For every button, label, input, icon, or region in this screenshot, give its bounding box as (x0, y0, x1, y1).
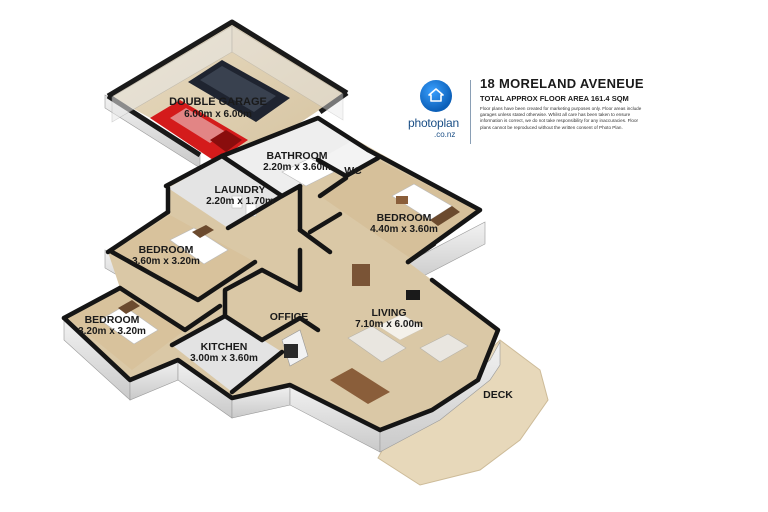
logo-circle-icon (420, 80, 452, 112)
laundry-size: 2.20m x 1.70m (206, 196, 274, 207)
furniture (99, 157, 469, 404)
logo-subtext: .co.nz (434, 130, 456, 139)
bedroom-right-size: 4.40m x 3.60m (370, 224, 438, 235)
bedroom-left-size: 3.20m x 3.20m (78, 326, 146, 337)
garage-size: 6.00m x 6.00m (184, 109, 252, 120)
bedroom-right-floor (320, 160, 480, 258)
bedroom-left-name: BEDROOM (85, 314, 140, 326)
kitchen-name: KITCHEN (201, 341, 248, 353)
disclaimer-text: Floor plans have been created for market… (480, 106, 642, 130)
logo-text: photoplan (408, 116, 459, 130)
kitchen-size: 3.00m x 3.60m (190, 353, 258, 364)
bedroom-right-name: BEDROOM (377, 212, 432, 224)
bedroom-mid-size: 3.60m x 3.20m (132, 256, 200, 267)
dark-suv (188, 60, 290, 122)
wall-outlines (61, 115, 501, 433)
plan-header: photoplan .co.nz 18 MORELAND AVENEUE TOT… (408, 76, 658, 146)
bedroom-mid-name: BEDROOM (139, 244, 194, 256)
house-icon (428, 88, 444, 102)
bedroom-mid-floor (112, 215, 255, 300)
property-address: 18 MORELAND AVENEUE (480, 76, 644, 91)
wc-name: WC (344, 165, 362, 177)
bathroom-name: BATHROOM (266, 150, 327, 162)
laundry-name: LAUNDRY (215, 184, 266, 196)
bathroom-floor (222, 118, 368, 196)
living-size: 7.10m x 6.00m (355, 319, 423, 330)
room-labels: DOUBLE GARAGE 6.00m x 6.00m BATHROOM 2.2… (78, 96, 513, 401)
header-divider (470, 80, 471, 144)
garage-wall-faces (111, 25, 344, 123)
garage-name: DOUBLE GARAGE (169, 96, 267, 108)
deck-name: DECK (483, 389, 513, 401)
floor-area: TOTAL APPROX FLOOR AREA 161.4 SQM (480, 94, 629, 103)
bathroom-size: 2.20m x 3.60m (263, 162, 331, 173)
living-name: LIVING (371, 307, 406, 319)
office-name: OFFICE (270, 311, 309, 323)
red-sports-car (150, 100, 248, 162)
photoplan-logo: photoplan .co.nz (408, 80, 468, 146)
